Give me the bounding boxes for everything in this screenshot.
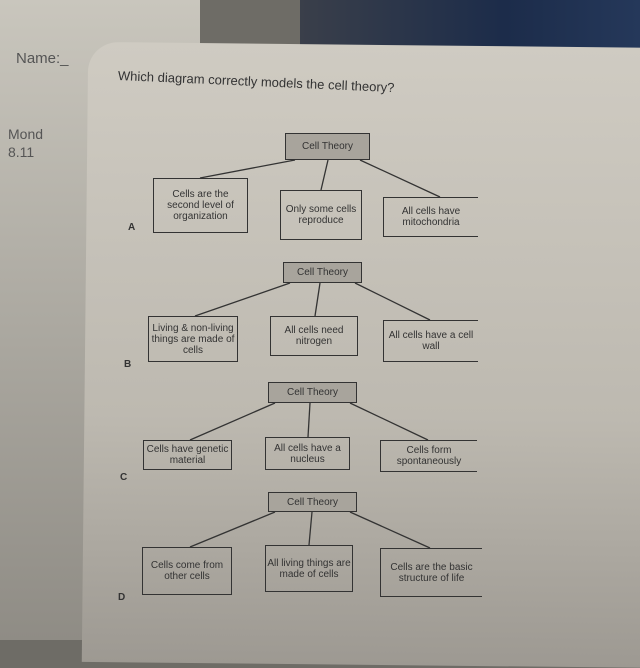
diagram-b-child-1: Living & non-living things are made of c… — [148, 316, 238, 362]
diagram-a-child-2: Only some cells reproduce — [280, 190, 362, 240]
diagram-c-root: Cell Theory — [268, 382, 357, 403]
diagram-c-child-2: All cells have a nucleus — [265, 437, 350, 470]
diagram-a-label: A — [128, 222, 136, 233]
diagram-c-child-1: Cells have genetic material — [143, 440, 232, 470]
diagram-b-label: B — [124, 359, 132, 370]
diagram-d-child-2: All living things are made of cells — [265, 545, 353, 592]
name-label: Name:_ — [16, 50, 69, 67]
diagram-d-child-3: Cells are the basic structure of life — [380, 548, 482, 597]
side-text: Mond 8.11 — [8, 125, 43, 161]
diagram-c-child-3: Cells form spontaneously — [380, 440, 477, 472]
side-text-1: Mond — [8, 126, 44, 142]
diagram-d-child-1: Cells come from other cells — [142, 547, 232, 595]
side-text-2: 8.11 — [8, 144, 35, 160]
connector-lines — [189, 159, 441, 549]
diagram-b-root: Cell Theory — [283, 262, 362, 283]
diagram-c-label: C — [120, 472, 128, 483]
diagram-a-child-3: All cells have mitochondria — [383, 197, 478, 237]
diagram-a-child-1: Cells are the second level of organizati… — [153, 178, 248, 233]
diagram-a-root: Cell Theory — [285, 133, 370, 160]
diagram-b-child-2: All cells need nitrogen — [270, 316, 358, 356]
diagram-d-label: D — [118, 592, 126, 603]
diagram-b-child-3: All cells have a cell wall — [383, 320, 478, 362]
diagram-d-root: Cell Theory — [268, 492, 357, 512]
